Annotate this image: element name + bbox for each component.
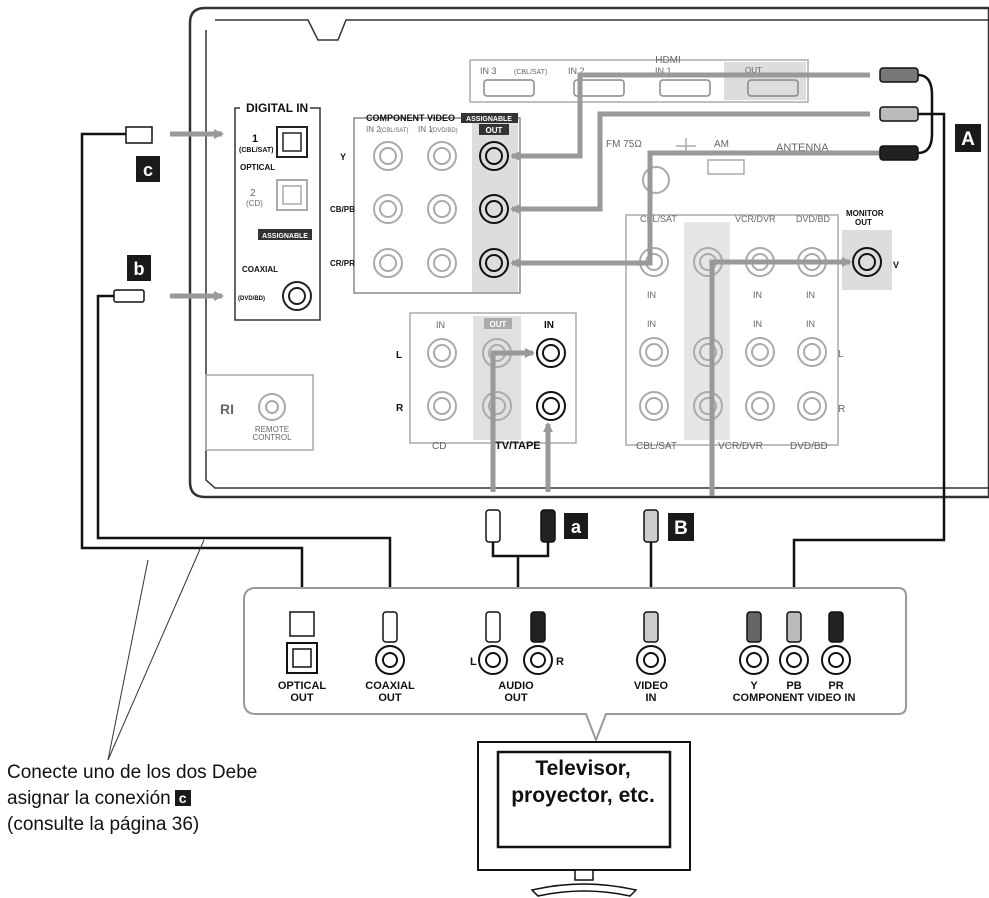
svg-text:OPTICAL: OPTICAL (278, 680, 327, 692)
svg-text:VIDEO: VIDEO (634, 680, 669, 692)
svg-text:MONITOR: MONITOR (846, 209, 884, 218)
svg-text:CBL/SAT: CBL/SAT (636, 441, 677, 452)
svg-text:IN 1: IN 1 (418, 125, 433, 134)
component-video-section: COMPONENT VIDEO ASSIGNABLE IN 2 (CBL/SAT… (330, 113, 521, 294)
svg-text:V: V (893, 260, 899, 270)
hdmi-in1-label: IN 1 (655, 66, 672, 76)
svg-text:(CBL/SAT): (CBL/SAT) (380, 128, 409, 134)
svg-text:IN: IN (647, 290, 656, 300)
hdmi-in3-label: IN 3 (480, 66, 497, 76)
note-badge-c: c (174, 790, 191, 806)
callout-c: c (143, 160, 153, 180)
remote-control-section: RI REMOTE CONTROL (205, 374, 314, 451)
svg-text:R: R (396, 403, 404, 414)
callout-a: a (571, 517, 582, 537)
audio-section: IN OUT IN L R CD TV/TAPE (396, 312, 577, 452)
svg-text:L: L (838, 349, 844, 360)
svg-text:DVD/BD: DVD/BD (790, 441, 828, 452)
svg-text:IN: IN (646, 692, 657, 704)
tv-illustration (477, 741, 691, 897)
svg-text:Y: Y (750, 680, 758, 692)
svg-text:R: R (556, 656, 564, 668)
svg-text:L: L (396, 350, 402, 361)
svg-text:(CBL/SAT): (CBL/SAT) (239, 147, 273, 154)
note-line1: Conecte uno de los dos Debe (7, 762, 258, 783)
hdmi-in3-sub: (CBL/SAT) (514, 69, 547, 76)
receiver-rear-panel (188, 6, 989, 499)
svg-text:IN: IN (753, 319, 762, 329)
svg-text:OUT: OUT (290, 692, 314, 704)
svg-text:PR: PR (828, 680, 843, 692)
svg-text:R: R (838, 404, 845, 415)
svg-text:OUT: OUT (486, 126, 503, 135)
connection-note: Conecte uno de los dos Debe asignar la c… (7, 760, 257, 838)
svg-text:CR/PR: CR/PR (330, 259, 355, 268)
tv-label-line1: Televisor, (535, 757, 631, 780)
svg-text:IN: IN (806, 319, 815, 329)
cable-plugs (113, 67, 919, 543)
tv-label: Televisor, proyector, etc. (508, 755, 658, 809)
digital-in-section: DIGITAL IN 1 (CBL/SAT) OPTICAL 2 (CD) AS… (234, 100, 321, 321)
svg-text:IN: IN (806, 290, 815, 300)
svg-text:OUT: OUT (378, 692, 402, 704)
svg-text:(DVD/BD): (DVD/BD) (238, 296, 265, 302)
svg-text:RI: RI (220, 401, 234, 417)
svg-text:DVD/BD: DVD/BD (796, 214, 831, 224)
callout-A: A (961, 129, 975, 150)
hdmi-section: HDMI IN 3 (CBL/SAT) IN 2 IN 1 OUT (469, 55, 809, 103)
svg-text:ASSIGNABLE: ASSIGNABLE (262, 233, 308, 240)
note-line3: (consulte la página 36) (7, 814, 200, 835)
hdmi-title: HDMI (655, 55, 681, 66)
svg-text:FM 75Ω: FM 75Ω (606, 139, 642, 150)
svg-text:OUT: OUT (490, 320, 507, 329)
tv-connection-panel: OPTICAL OUT COAXIAL OUT L R AUDIO OUT VI… (243, 587, 907, 743)
svg-text:COMPONENT VIDEO IN: COMPONENT VIDEO IN (733, 692, 856, 704)
svg-text:CB/PB: CB/PB (330, 205, 355, 214)
svg-text:(CD): (CD) (246, 199, 263, 208)
svg-text:PB: PB (786, 680, 801, 692)
svg-text:CBL/SAT: CBL/SAT (640, 214, 677, 224)
tv-label-line2: proyector, etc. (511, 784, 655, 807)
svg-text:OUT: OUT (504, 692, 528, 704)
svg-text:IN: IN (544, 320, 554, 331)
svg-text:CONTROL: CONTROL (252, 433, 292, 442)
digital-in-title: DIGITAL IN (246, 101, 308, 115)
callout-B: B (674, 518, 688, 539)
callout-b: b (134, 259, 145, 279)
svg-text:AUDIO: AUDIO (498, 680, 534, 692)
svg-text:REMOTE: REMOTE (255, 425, 289, 434)
svg-text:IN: IN (647, 319, 656, 329)
callout-badges: c b A a B (127, 124, 981, 541)
svg-text:VCR/DVR: VCR/DVR (735, 214, 776, 224)
svg-text:TV/TAPE: TV/TAPE (495, 440, 541, 452)
hdmi-in2-label: IN 2 (568, 66, 585, 76)
signal-arrows (170, 72, 880, 496)
svg-text:COAXIAL: COAXIAL (242, 265, 278, 274)
svg-text:IN: IN (436, 320, 445, 330)
svg-text:VCR/DVR: VCR/DVR (718, 441, 763, 452)
svg-text:OPTICAL: OPTICAL (240, 163, 275, 172)
note-pointer (107, 539, 205, 761)
hdmi-out-label: OUT (745, 66, 762, 75)
svg-text:Y: Y (340, 152, 346, 162)
svg-text:2: 2 (250, 188, 256, 199)
svg-text:1: 1 (252, 133, 258, 145)
svg-text:OUT: OUT (855, 218, 872, 227)
note-line2-text: asignar la conexión (7, 788, 171, 809)
svg-text:IN: IN (753, 290, 762, 300)
svg-text:IN 2: IN 2 (366, 125, 381, 134)
svg-text:COAXIAL: COAXIAL (365, 680, 415, 692)
svg-text:ASSIGNABLE: ASSIGNABLE (466, 116, 512, 123)
svg-text:COMPONENT VIDEO: COMPONENT VIDEO (366, 113, 455, 123)
svg-text:AM: AM (714, 139, 729, 150)
svg-text:L: L (470, 656, 477, 668)
svg-text:CD: CD (432, 441, 446, 452)
svg-text:(DVD/BD): (DVD/BD) (431, 128, 458, 134)
